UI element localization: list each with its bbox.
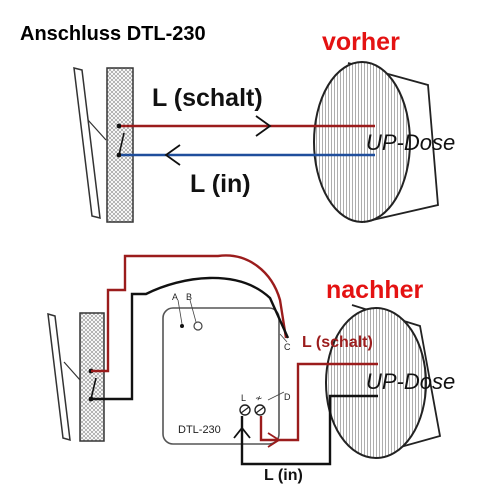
top-state-label: vorher xyxy=(322,28,400,56)
bottom-section: nachher L (schalt) UP-Dose L (in) DTL-23… xyxy=(47,254,455,484)
terminal-a-point xyxy=(180,324,184,328)
top-arrow-left xyxy=(164,144,181,166)
top-arrow-right xyxy=(255,115,272,137)
terminal-d-label: D xyxy=(284,392,291,402)
bottom-wire-switched-loop xyxy=(91,254,288,373)
bottom-switch-plate xyxy=(47,312,71,442)
bottom-state-label: nachher xyxy=(326,276,424,304)
terminal-l-label: L xyxy=(241,393,246,403)
top-wire-in-label: L (in) xyxy=(190,170,251,198)
bottom-wire-switch-return xyxy=(91,276,290,401)
top-wall xyxy=(106,67,134,223)
terminal-c-label: C xyxy=(284,342,291,352)
bottom-box-opening xyxy=(325,307,427,459)
top-switch-blade xyxy=(118,132,125,156)
module-name-label: DTL-230 xyxy=(178,424,221,436)
bottom-arrow-switched xyxy=(267,432,281,448)
bottom-arrow-in xyxy=(233,426,251,439)
diagram-title: Anschluss DTL-230 xyxy=(20,23,206,45)
terminal-a-leader xyxy=(177,299,183,325)
top-box-label: UP-Dose xyxy=(366,130,455,155)
terminal-b-point xyxy=(193,321,203,331)
top-box-opening xyxy=(313,61,411,223)
terminal-b-label: B xyxy=(186,292,192,302)
bottom-wire-switched xyxy=(259,362,378,442)
terminal-a-label: A xyxy=(172,292,178,302)
top-section: vorher L (schalt) L (in) UP-Dose xyxy=(73,28,455,223)
terminal-d-leader xyxy=(267,391,285,401)
top-switch-plate xyxy=(73,67,101,219)
screw-terminal-switch xyxy=(254,404,266,416)
bottom-box-label: UP-Dose xyxy=(366,369,455,394)
screw-terminal-l xyxy=(239,404,251,416)
top-wire-switched-label: L (schalt) xyxy=(152,84,263,112)
terminal-b-leader xyxy=(189,299,197,323)
terminal-c-leader xyxy=(279,333,288,343)
top-switch-lever xyxy=(87,119,107,141)
bottom-wire-in xyxy=(240,394,378,466)
bottom-wire-in-label: L (in) xyxy=(264,467,303,484)
bottom-wire-switched-label: L (schalt) xyxy=(302,334,373,351)
bottom-switch-lever xyxy=(63,361,81,381)
terminal-switch-label: ≁ xyxy=(255,393,263,403)
bottom-wall xyxy=(79,312,105,442)
bottom-switch-blade xyxy=(90,377,97,400)
